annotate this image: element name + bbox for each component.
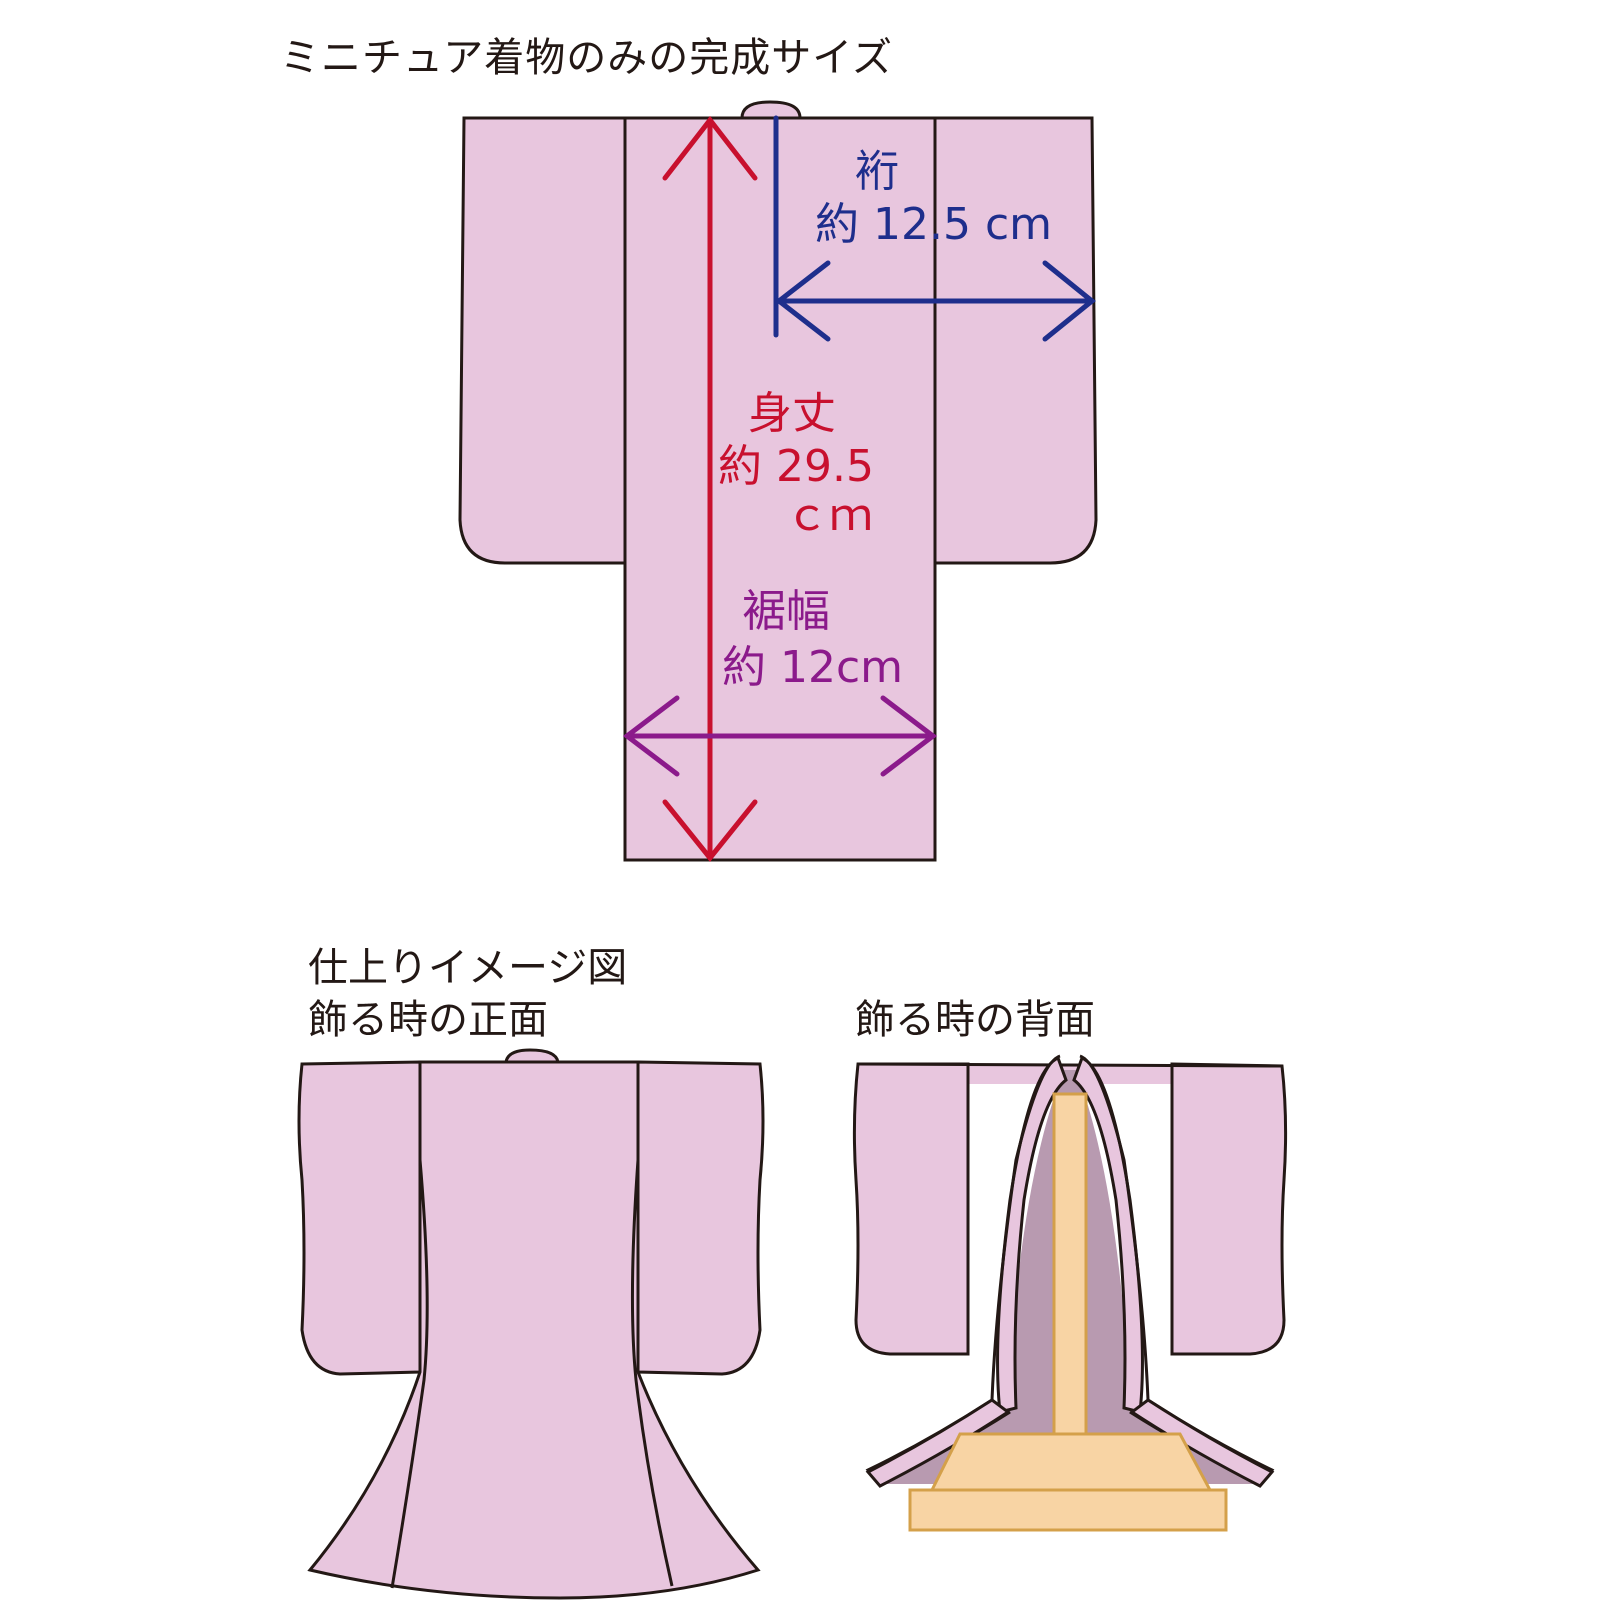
left-sleeve: [458, 116, 627, 565]
mitake-name: 身丈: [748, 388, 836, 439]
susohaba-arrow: [622, 695, 938, 777]
mitake-value-line1: 約 29.5: [718, 441, 874, 492]
front-view-kimono: [297, 1048, 765, 1600]
front-view-label: 飾る時の正面: [308, 997, 548, 1043]
front-collar: [504, 1048, 560, 1063]
flat-kimono: [458, 100, 1098, 862]
back-view-kimono: [852, 1054, 1288, 1532]
page-title: ミニチュア着物のみの完成サイズ: [280, 35, 893, 81]
right-sleeve: [933, 116, 1098, 565]
susohaba-value: 約 12cm: [722, 642, 904, 693]
back-view-label: 飾る時の背面: [855, 997, 1095, 1043]
yuki-arrow: [773, 115, 1096, 342]
yuki-name: 裄: [855, 146, 899, 197]
mitake-value-line2: ｃｍ: [785, 490, 873, 541]
collar: [740, 100, 802, 119]
finished-image-heading: 仕上りイメージ図: [308, 945, 628, 991]
susohaba-name: 裾幅: [742, 586, 830, 637]
yuki-value: 約 12.5 cm: [815, 199, 1052, 250]
display-stand: [908, 1092, 1228, 1532]
